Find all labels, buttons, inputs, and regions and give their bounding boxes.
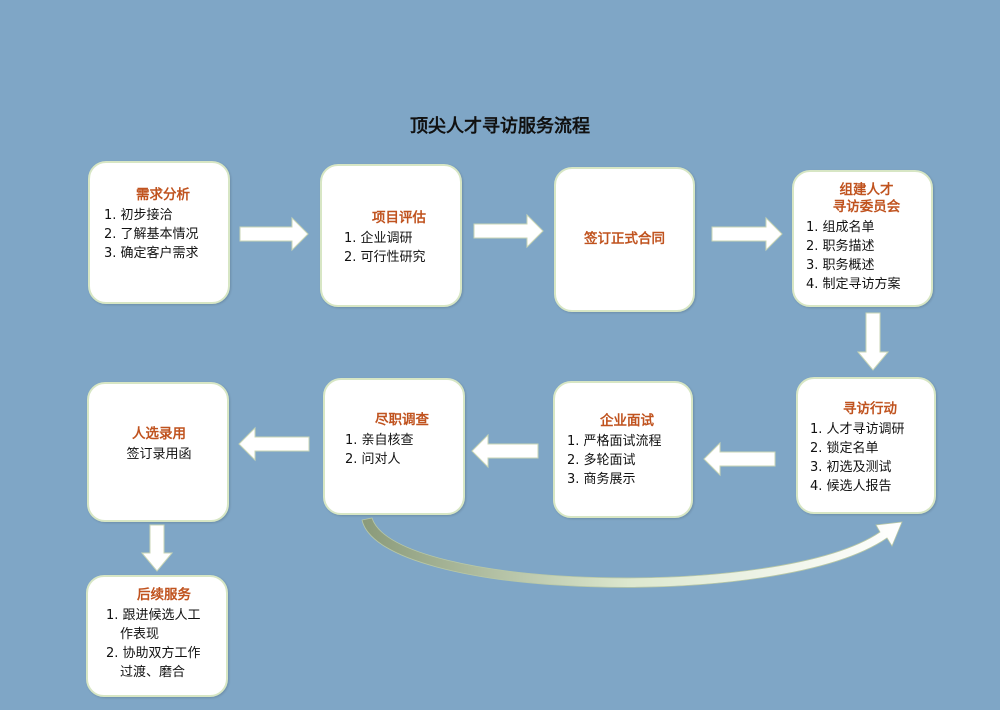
step-item: 1. 人才寻访调研 bbox=[810, 422, 905, 437]
arrow-right-icon bbox=[239, 216, 309, 252]
step-heading: 项目评估 bbox=[372, 210, 426, 226]
step-heading: 尽职调查 bbox=[375, 412, 429, 428]
step-item: 2. 锁定名单 bbox=[810, 441, 879, 456]
step-item: 4. 候选人报告 bbox=[810, 479, 892, 494]
step-item: 3. 职务概述 bbox=[806, 258, 875, 273]
arrow-left-icon bbox=[238, 426, 310, 462]
step-follow-up-service: 后续服务 1. 跟进候选人工 作表现 2. 协助双方工作 过渡、磨合 bbox=[86, 575, 228, 697]
step-heading: 企业面试 bbox=[600, 413, 654, 429]
step-project-evaluation: 项目评估 1. 企业调研 2. 可行性研究 bbox=[320, 164, 462, 307]
step-item: 3. 确定客户需求 bbox=[104, 246, 199, 261]
step-item: 1. 组成名单 bbox=[806, 220, 875, 235]
step-heading: 人选录用 bbox=[132, 426, 186, 442]
step-heading: 组建人才 bbox=[839, 182, 894, 198]
step-item: 2. 协助双方工作 bbox=[106, 646, 201, 661]
step-item: 4. 制定寻访方案 bbox=[806, 277, 901, 292]
step-item: 1. 跟进候选人工 bbox=[106, 608, 201, 623]
step-item: 签订录用函 bbox=[126, 447, 192, 462]
arrow-right-icon bbox=[473, 213, 544, 249]
step-company-interview: 企业面试 1. 严格面试流程 2. 多轮面试 3. 商务展示 bbox=[553, 381, 693, 518]
step-item: 3. 初选及测试 bbox=[810, 460, 892, 475]
arrow-right-icon bbox=[711, 216, 783, 252]
arrow-down-icon bbox=[856, 312, 890, 371]
step-item: 1. 初步接洽 bbox=[104, 208, 173, 223]
arrow-down-icon bbox=[140, 524, 174, 572]
arrow-left-icon bbox=[471, 433, 539, 469]
step-heading: 寻访行动 bbox=[843, 401, 897, 417]
step-item: 1. 严格面试流程 bbox=[567, 434, 662, 449]
curved-arrow-icon bbox=[361, 517, 903, 588]
step-due-diligence: 尽职调查 1. 亲自核查 2. 问对人 bbox=[323, 378, 465, 515]
arrow-left-icon bbox=[703, 441, 776, 477]
step-item: 2. 可行性研究 bbox=[344, 250, 426, 265]
step-heading: 后续服务 bbox=[137, 587, 191, 603]
step-sign-contract: 签订正式合同 bbox=[554, 167, 695, 312]
page-title: 顶尖人才寻访服务流程 bbox=[410, 116, 590, 137]
step-item: 1. 企业调研 bbox=[344, 231, 413, 246]
step-form-committee: 组建人才 寻访委员会 1. 组成名单 2. 职务描述 3. 职务概述 4. 制定… bbox=[792, 170, 933, 307]
step-item: 2. 职务描述 bbox=[806, 239, 875, 254]
step-candidate-hiring: 人选录用 签订录用函 bbox=[87, 382, 229, 522]
step-requirement-analysis: 需求分析 1. 初步接洽 2. 了解基本情况 3. 确定客户需求 bbox=[88, 161, 230, 304]
step-search-action: 寻访行动 1. 人才寻访调研 2. 锁定名单 3. 初选及测试 4. 候选人报告 bbox=[796, 377, 936, 514]
step-item: 作表现 bbox=[120, 627, 160, 642]
step-item: 2. 问对人 bbox=[345, 452, 401, 467]
step-heading: 签订正式合同 bbox=[584, 231, 665, 247]
step-item: 过渡、磨合 bbox=[120, 665, 186, 680]
step-item: 3. 商务展示 bbox=[567, 472, 636, 487]
step-item: 2. 多轮面试 bbox=[567, 453, 636, 468]
step-heading: 需求分析 bbox=[136, 187, 190, 203]
step-heading-line2: 寻访委员会 bbox=[832, 199, 901, 215]
step-item: 1. 亲自核查 bbox=[345, 433, 414, 448]
step-item: 2. 了解基本情况 bbox=[104, 227, 199, 242]
